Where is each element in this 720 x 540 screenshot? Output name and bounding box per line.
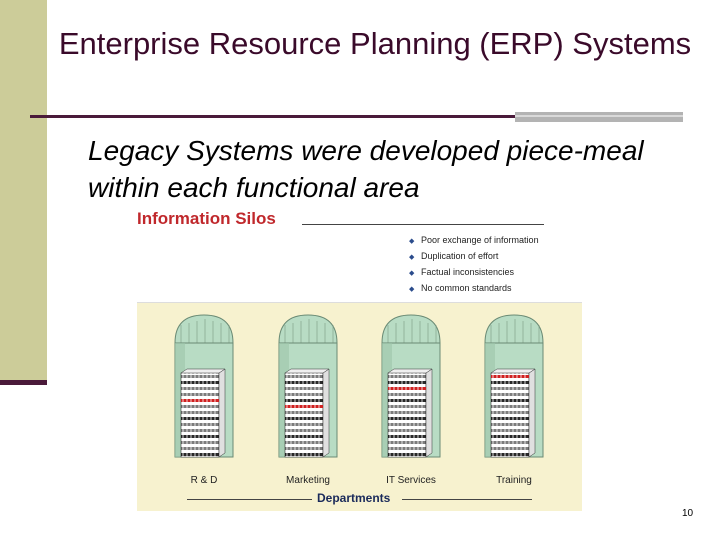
title-divider-shadow [515,112,683,122]
list-item: ◆No common standards [409,281,539,297]
diamond-bullet-icon: ◆ [409,238,415,245]
silo-label-marketing: Marketing [286,475,330,486]
title-divider [30,115,515,118]
silo-icon [174,314,234,458]
figure-title: Information Silos [137,209,276,228]
silo-icon [484,314,544,458]
silo-label-training: Training [496,475,532,486]
left-accent-bar-edge [0,380,47,385]
silo-problems-list: ◆Poor exchange of information ◆Duplicati… [409,233,539,297]
diamond-bullet-icon: ◆ [409,286,415,293]
slide-title: Enterprise Resource Planning (ERP) Syste… [58,26,692,61]
left-accent-bar [0,0,47,383]
departments-line-right [402,499,532,500]
page-number: 10 [682,508,694,519]
diamond-bullet-icon: ◆ [409,254,415,261]
silos-panel: R & D Marketing IT Services Training Dep… [137,302,582,511]
list-item: ◆Duplication of effort [409,249,539,265]
figure-title-rule [302,224,544,225]
list-item: ◆Factual inconsistencies [409,265,539,281]
silo-icon [381,314,441,458]
departments-line-left [187,499,312,500]
departments-label: Departments [317,491,391,505]
information-silos-figure: Information Silos ◆Poor exchange of info… [137,208,582,511]
silo-label-it-services: IT Services [386,475,436,486]
diamond-bullet-icon: ◆ [409,270,415,277]
silo-icon [278,314,338,458]
slide-body-text: Legacy Systems were developed piece-meal… [88,135,644,203]
title-divider-highlight [515,115,683,117]
silo-label-rd: R & D [190,475,218,486]
list-item: ◆Poor exchange of information [409,233,539,249]
